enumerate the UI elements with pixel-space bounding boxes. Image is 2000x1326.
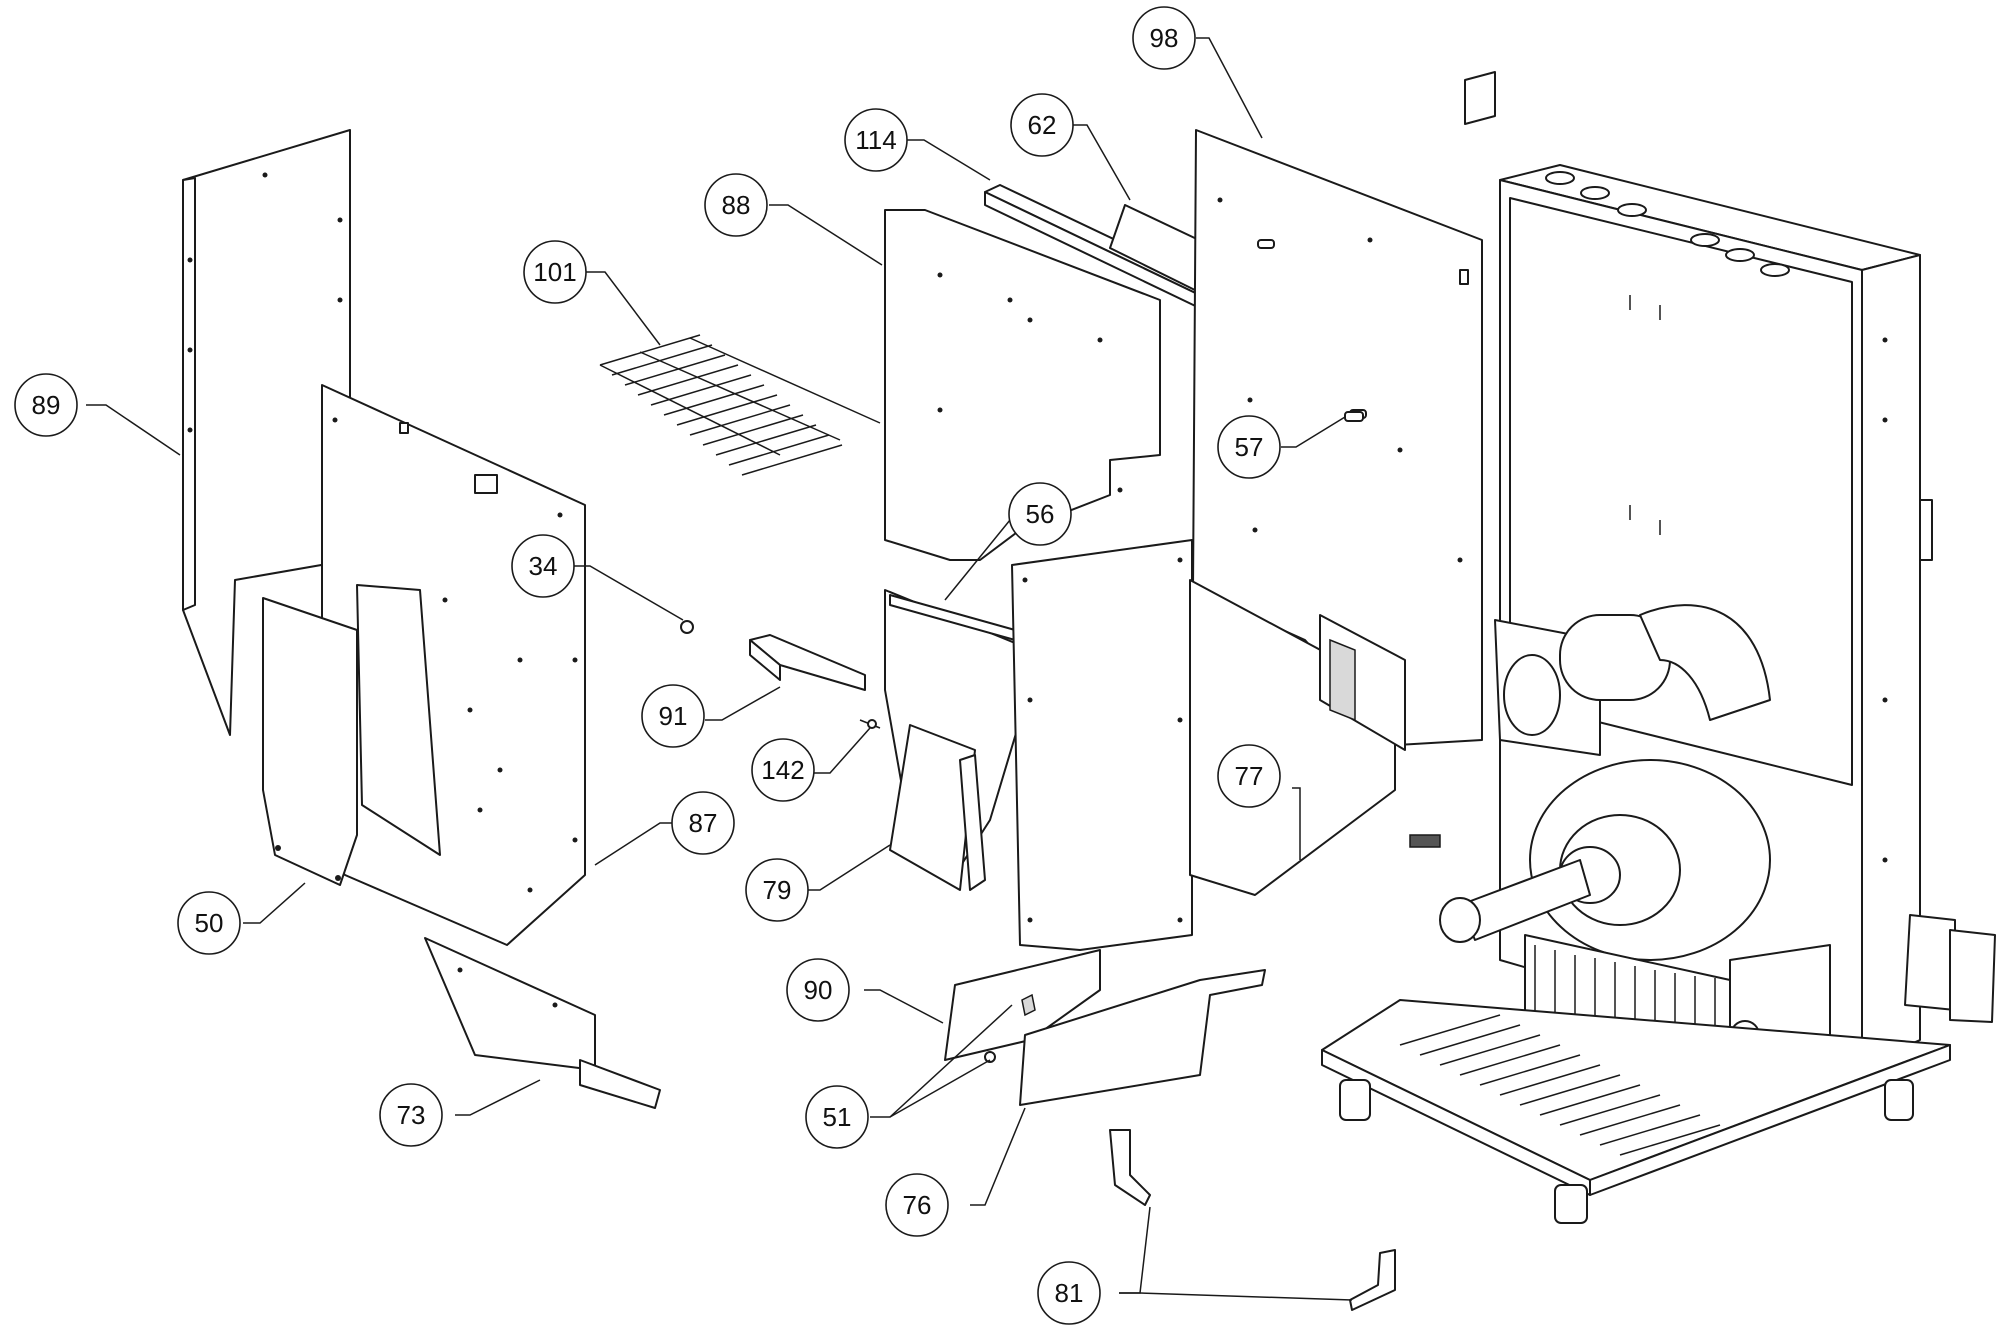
- callout-90-label: 90: [804, 975, 833, 1005]
- part-34-nut: [680, 620, 694, 634]
- callout-98: 98: [1132, 6, 1196, 70]
- callout-101-label: 101: [533, 257, 576, 287]
- part-87-front-panel: [321, 384, 586, 946]
- part-77-control-box: [1189, 579, 1441, 896]
- part-50-deflector: [262, 597, 358, 886]
- callout-79: 79: [745, 858, 809, 922]
- callout-56-label: 56: [1026, 499, 1055, 529]
- part-73-bottom-tray: [424, 937, 661, 1109]
- part-142-screw: [859, 719, 881, 729]
- callout-90: 90: [786, 958, 850, 1022]
- part-89-side-panel: [182, 129, 351, 736]
- part-79-chute: [889, 724, 986, 891]
- callout-34-label: 34: [529, 551, 558, 581]
- callout-50: 50: [177, 891, 241, 955]
- part-101-grate: [599, 334, 881, 476]
- blower-assembly: [1439, 604, 1996, 1081]
- callout-57-label: 57: [1235, 432, 1264, 462]
- callout-62: 62: [1010, 93, 1074, 157]
- base-frame: [1321, 999, 1951, 1224]
- callout-98-label: 98: [1150, 23, 1179, 53]
- callout-81-label: 81: [1055, 1278, 1084, 1308]
- callout-142: 142: [751, 738, 815, 802]
- callout-142-label: 142: [761, 755, 804, 785]
- callout-34: 34: [511, 534, 575, 598]
- callout-77: 77: [1217, 744, 1281, 808]
- leader-lines: [86, 37, 1353, 1301]
- callout-62-label: 62: [1028, 110, 1057, 140]
- callout-87: 87: [671, 791, 735, 855]
- callout-73-label: 73: [397, 1100, 426, 1130]
- callout-73: 73: [379, 1083, 443, 1147]
- part-76-bottom-baffle: [1019, 969, 1266, 1106]
- callout-88: 88: [704, 173, 768, 237]
- callout-77-label: 77: [1235, 761, 1264, 791]
- callout-56: 56: [1008, 482, 1072, 546]
- callout-114-label: 114: [855, 125, 896, 155]
- callout-79-label: 79: [763, 875, 792, 905]
- callout-51-label: 51: [823, 1102, 852, 1132]
- callout-88-label: 88: [722, 190, 751, 220]
- callout-87-label: 87: [689, 808, 718, 838]
- callout-101: 101: [523, 240, 587, 304]
- callout-91-label: 91: [659, 701, 688, 731]
- callout-91: 91: [641, 684, 705, 748]
- callout-76-label: 76: [903, 1190, 932, 1220]
- part-81-brackets: [1109, 1129, 1396, 1311]
- callout-81: 81: [1037, 1261, 1101, 1325]
- callout-114: 114: [844, 108, 908, 172]
- part-91-bracket: [749, 634, 866, 691]
- callout-89: 89: [14, 373, 78, 437]
- callout-57: 57: [1217, 415, 1281, 479]
- part-51-screws: [984, 993, 1036, 1063]
- callout-50-label: 50: [195, 908, 224, 938]
- callout-76: 76: [885, 1173, 949, 1237]
- callout-89-label: 89: [32, 390, 61, 420]
- callout-51: 51: [805, 1085, 869, 1149]
- part-57-pin: [1344, 411, 1364, 422]
